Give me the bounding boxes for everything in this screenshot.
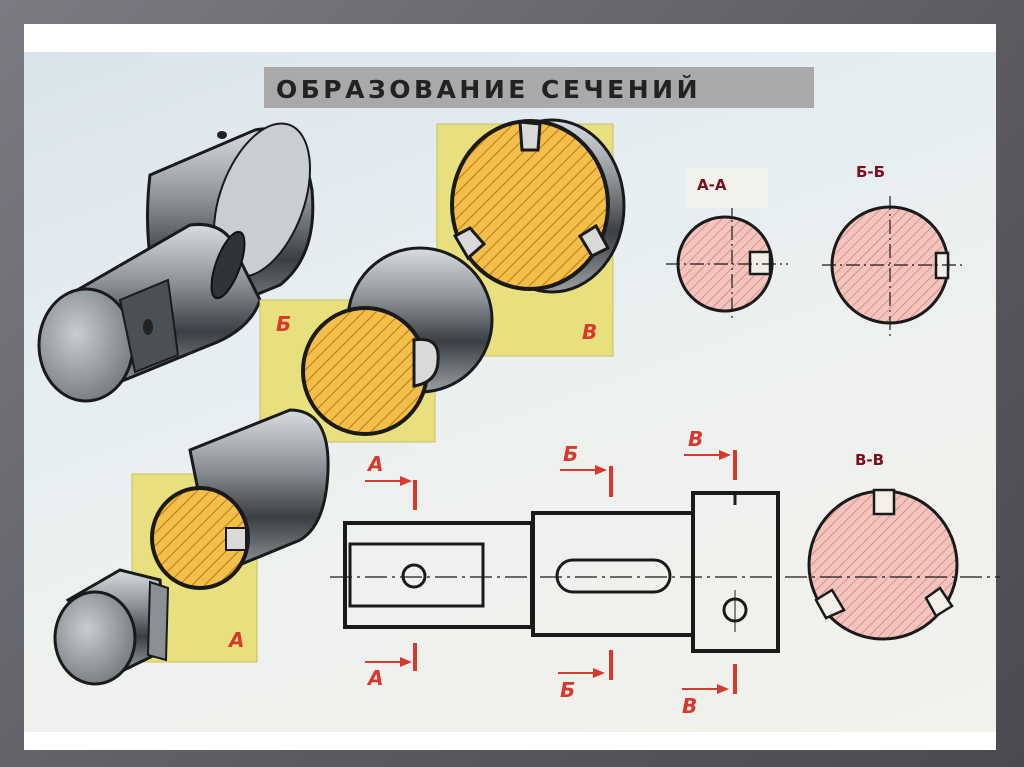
cut-letter-a-bottom: А [368,666,384,690]
poster-title: ОБРАЗОВАНИЕ СЕЧЕНИЙ [276,75,701,104]
section-label-bb: Б-Б [856,163,886,181]
cut-letter-v-top: В [688,427,704,451]
plane-b [259,246,494,443]
plane-a [53,408,330,686]
cut-letter-v-bottom: В [682,694,698,718]
shaft-drawing [330,491,1000,653]
cut-letter-b-bottom: Б [560,678,576,702]
iso-letter-v: В [582,320,598,344]
iso-letter-a: А [229,628,245,652]
cut-markers [365,450,737,694]
cut-letter-b-top: Б [563,442,579,466]
section-vv [807,488,959,641]
section-aa [666,168,788,320]
title-box [264,67,814,108]
section-bb [822,196,962,336]
section-label-vv: В-В [855,451,885,469]
iso-letter-b: Б [276,312,292,336]
cut-letter-a-top: А [368,452,384,476]
iso-shaft [37,122,315,403]
section-label-aa: А-А [697,176,727,194]
